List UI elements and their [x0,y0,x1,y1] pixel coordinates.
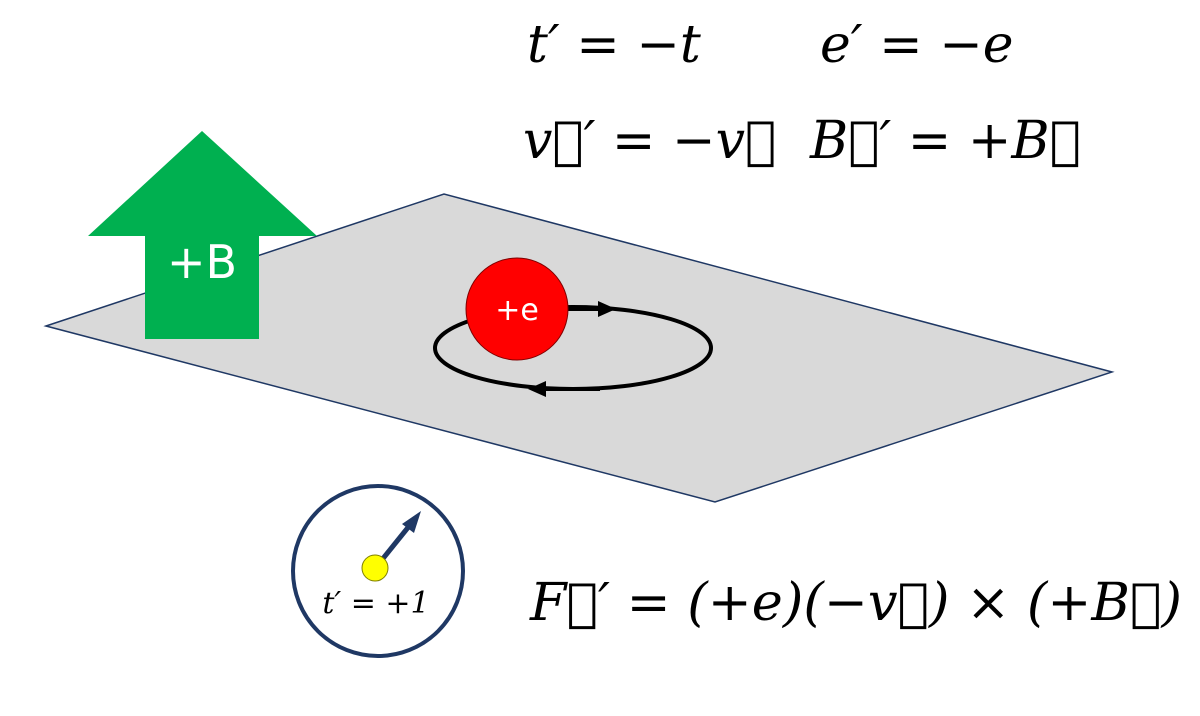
equation-charge: e′ = −e [820,15,1014,75]
field-arrow: +B [88,131,317,339]
clock-label: t′ = +1 [322,586,429,621]
equation-field: B⃗′ = +B⃗ [809,111,1081,171]
plane [43,193,1115,503]
field-arrow-shape [88,131,317,339]
clock-hand-tip [402,511,421,533]
particle-circle [465,257,569,361]
equation-time: t′ = −t [527,15,701,75]
equation-force: F⃗′ = (+e)(−v⃗) × (+B⃗) [529,573,1182,633]
orbit-arrow-bottom [528,381,546,397]
orbit-arrow-top [598,301,616,317]
particle: +e [465,257,569,361]
clock: t′ = +1 [291,484,465,658]
particle-label: +e [495,293,539,328]
equation-velocity: v⃗′ = −v⃗ [523,111,776,171]
clock-pivot [361,554,389,582]
field-arrow-label: +B [167,235,237,289]
